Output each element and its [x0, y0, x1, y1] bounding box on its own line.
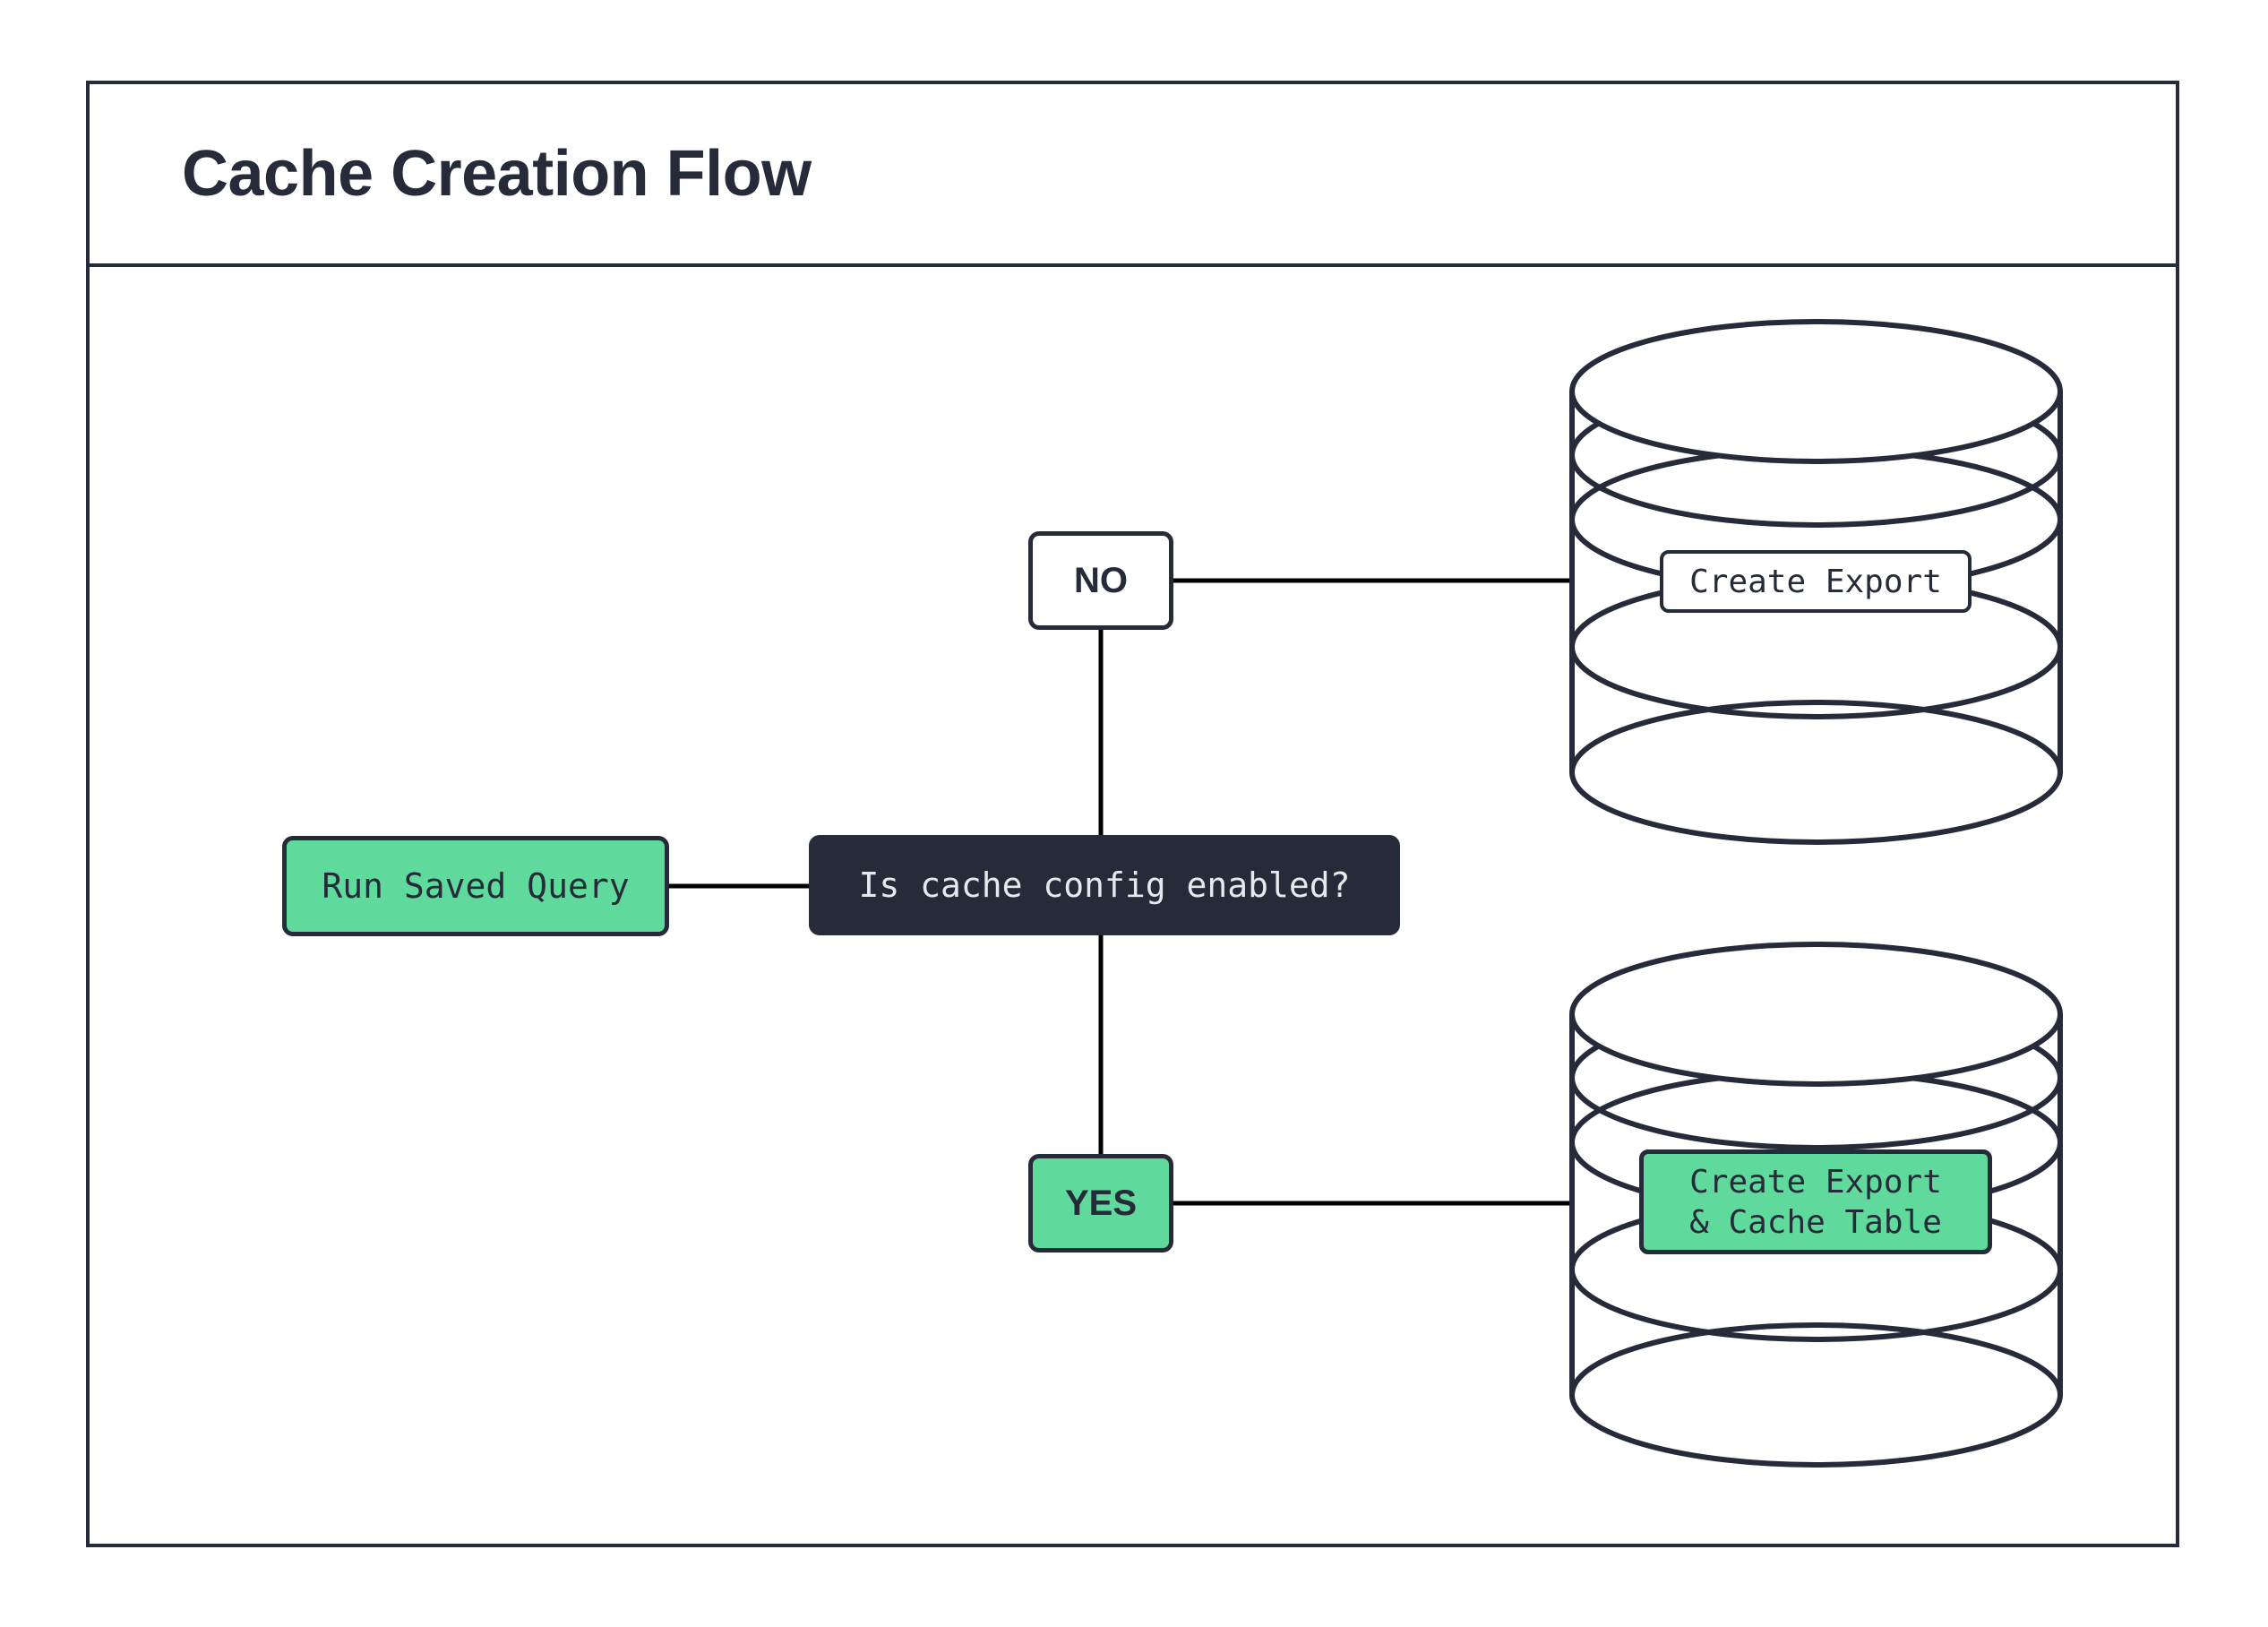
- node-decision-is-cache-config-enabled[interactable]: Is cache config enabled?: [809, 835, 1400, 935]
- diagram-frame: Cache Creation Flow: [86, 81, 2179, 1547]
- diagram-title-bar: Cache Creation Flow: [90, 84, 2176, 267]
- node-branch-no[interactable]: NO: [1028, 531, 1173, 630]
- node-create-export-and-cache-table-label[interactable]: Create Export & Cache Table: [1639, 1149, 1992, 1254]
- node-create-export-label[interactable]: Create Export: [1660, 550, 1972, 613]
- page-title: Cache Creation Flow: [182, 138, 812, 210]
- node-branch-yes[interactable]: YES: [1028, 1154, 1173, 1253]
- node-run-saved-query[interactable]: Run Saved Query: [282, 836, 669, 936]
